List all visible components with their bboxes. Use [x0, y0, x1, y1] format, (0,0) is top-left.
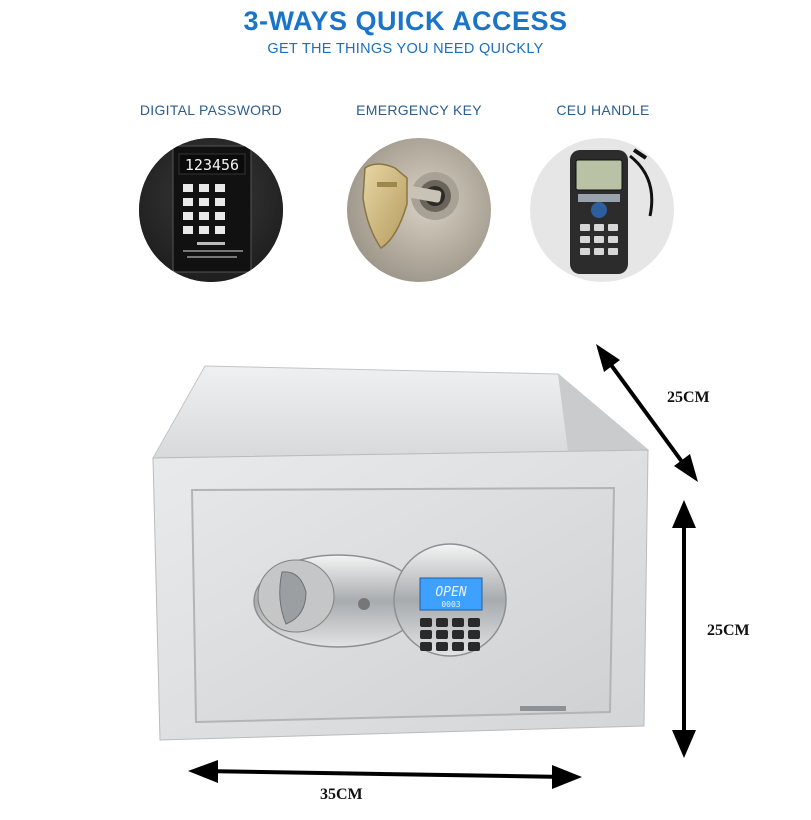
depth-arrow	[596, 344, 698, 482]
feature-label-digital-password: DIGITAL PASSWORD	[139, 102, 283, 118]
keypad-display-digits: 123456	[185, 156, 239, 174]
height-label: 25CM	[707, 622, 750, 639]
key-icon	[347, 138, 491, 282]
safe-lcd-display	[419, 577, 483, 611]
width-arrow	[188, 760, 582, 789]
height-arrow	[672, 500, 696, 758]
depth-label: 25CM	[667, 389, 710, 406]
safe-keypad[interactable]	[420, 618, 480, 651]
page-title: 3-WAYS QUICK ACCESS	[243, 6, 568, 36]
page-subtitle: GET THE THINGS YOU NEED QUICKLY	[267, 41, 544, 57]
feature-image-ceu-handle	[530, 138, 674, 282]
safe-lcd-status: OPEN	[435, 585, 466, 600]
safe-product-illustration: OPEN 0003	[152, 344, 698, 789]
width-label: 35CM	[320, 786, 363, 803]
safe-lcd-code: 0003	[441, 600, 460, 609]
handheld-device-icon	[530, 138, 674, 282]
keypad-icon: 123456	[139, 138, 283, 282]
feature-image-emergency-key	[347, 138, 491, 282]
feature-image-digital-password: 123456	[139, 138, 283, 282]
feature-label-emergency-key: EMERGENCY KEY	[356, 102, 482, 118]
feature-label-ceu-handle: CEU HANDLE	[556, 102, 650, 118]
